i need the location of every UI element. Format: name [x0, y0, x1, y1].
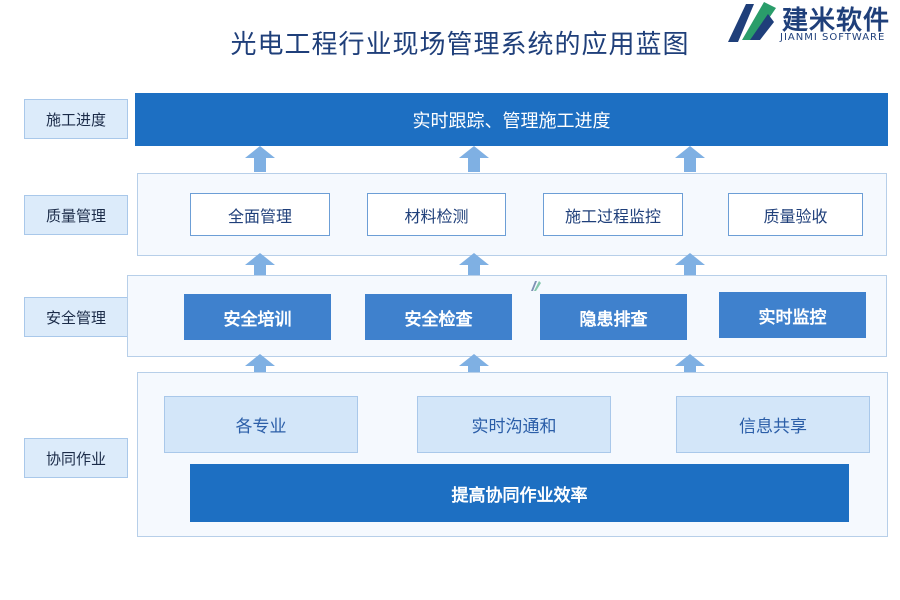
brand-logo: 建米软件 JIANMI SOFTWARE — [724, 0, 900, 46]
row-label-safety: 安全管理 — [24, 297, 128, 337]
quality-item: 材料检测 — [367, 193, 506, 236]
page-title: 光电工程行业现场管理系统的应用蓝图 — [230, 30, 690, 60]
collab-item: 信息共享 — [676, 396, 870, 453]
row-label-collab: 协同作业 — [24, 438, 128, 478]
quality-item: 质量验收 — [728, 193, 863, 236]
up-arrow-icon — [459, 253, 489, 279]
collab-item: 实时沟通和 — [417, 396, 611, 453]
up-arrow-icon — [459, 146, 489, 172]
row-label-quality: 质量管理 — [24, 195, 128, 235]
up-arrow-icon — [675, 146, 705, 172]
leaf-logo-icon — [728, 2, 776, 42]
progress-banner: 实时跟踪、管理施工进度 — [135, 93, 888, 146]
collab-banner: 提高协同作业效率 — [190, 464, 849, 522]
collab-item: 各专业 — [164, 396, 358, 453]
logo-name-cn: 建米软件 — [782, 6, 891, 36]
up-arrow-icon — [245, 146, 275, 172]
logo-name-en: JIANMI SOFTWARE — [780, 32, 886, 43]
quality-item: 施工过程监控 — [543, 193, 683, 236]
safety-item: 安全培训 — [184, 294, 331, 340]
up-arrow-icon — [245, 354, 275, 380]
quality-item: 全面管理 — [190, 193, 330, 236]
safety-item: 实时监控 — [719, 292, 866, 338]
watermark-logo-icon — [531, 281, 541, 291]
up-arrow-icon — [675, 354, 705, 380]
up-arrow-icon — [675, 253, 705, 279]
safety-item: 隐患排查 — [540, 294, 687, 340]
safety-item: 安全检查 — [365, 294, 512, 340]
up-arrow-icon — [459, 354, 489, 380]
row-label-progress: 施工进度 — [24, 99, 128, 139]
up-arrow-icon — [245, 253, 275, 279]
